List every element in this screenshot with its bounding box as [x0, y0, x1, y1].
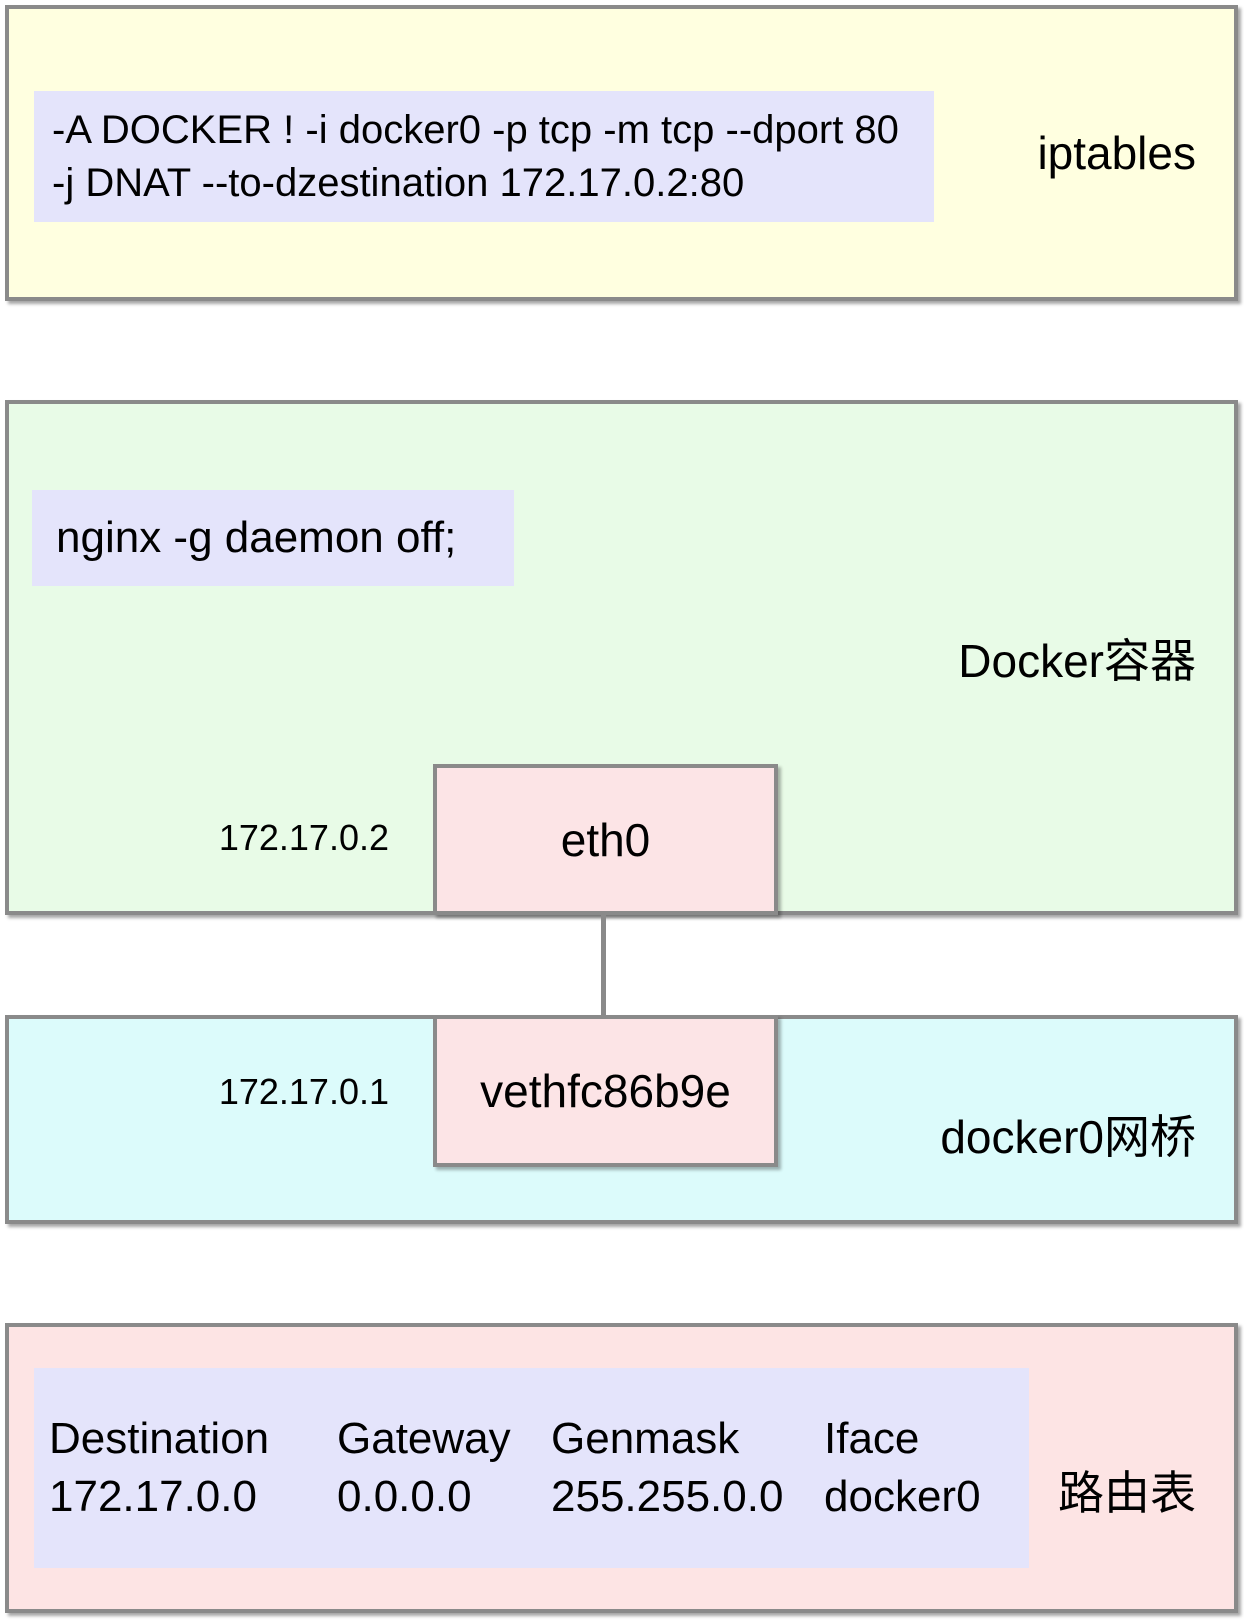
veth-interface-name: vethfc86b9e [480, 1065, 731, 1117]
nginx-command-code: nginx -g daemon off; [32, 490, 514, 586]
route-table: Destination Gateway Genmask Iface 172.17… [34, 1368, 1029, 1568]
route-col-header-genmask: Genmask [551, 1414, 740, 1463]
iptables-box: -A DOCKER ! -i docker0 -p tcp -m tcp --d… [5, 5, 1238, 301]
docker-container-label: Docker容器 [958, 634, 1196, 687]
veth-interface-box: vethfc86b9e [433, 1015, 778, 1167]
docker0-bridge-label: docker0网桥 [940, 1110, 1196, 1163]
iptables-rule-line1: -A DOCKER ! -i docker0 -p tcp -m tcp --d… [52, 107, 899, 152]
route-col-header-gateway: Gateway [337, 1414, 511, 1463]
route-col-header-iface: Iface [824, 1414, 920, 1463]
eth0-interface-box: eth0 [433, 764, 778, 915]
iptables-label: iptables [1037, 127, 1196, 179]
route-cell-iface: docker0 [824, 1472, 981, 1521]
veth-ip-label: 172.17.0.1 [218, 1071, 389, 1112]
route-cell-gateway: 0.0.0.0 [337, 1472, 472, 1521]
route-col-header-destination: Destination [49, 1414, 270, 1463]
docker0-bridge-box: 172.17.0.1 vethfc86b9e docker0网桥 [5, 1015, 1238, 1224]
route-table-box: Destination Gateway Genmask Iface 172.17… [5, 1323, 1238, 1613]
eth0-ip-label: 172.17.0.2 [218, 817, 389, 858]
route-table-grid: Destination Gateway Genmask Iface 172.17… [49, 1410, 1029, 1526]
docker-container-box: nginx -g daemon off; Docker容器 172.17.0.2… [5, 400, 1238, 915]
iptables-rule-code: -A DOCKER ! -i docker0 -p tcp -m tcp --d… [34, 91, 934, 222]
nginx-command-line: nginx -g daemon off; [56, 513, 457, 562]
veth-pair-connector-line [601, 912, 606, 1018]
iptables-rule-line2: -j DNAT --to-dzestination 172.17.0.2:80 [52, 160, 745, 205]
eth0-interface-name: eth0 [560, 813, 651, 866]
route-cell-genmask: 255.255.0.0 [551, 1472, 784, 1521]
route-table-label: 路由表 [1058, 1467, 1196, 1519]
route-cell-destination: 172.17.0.0 [49, 1472, 257, 1521]
